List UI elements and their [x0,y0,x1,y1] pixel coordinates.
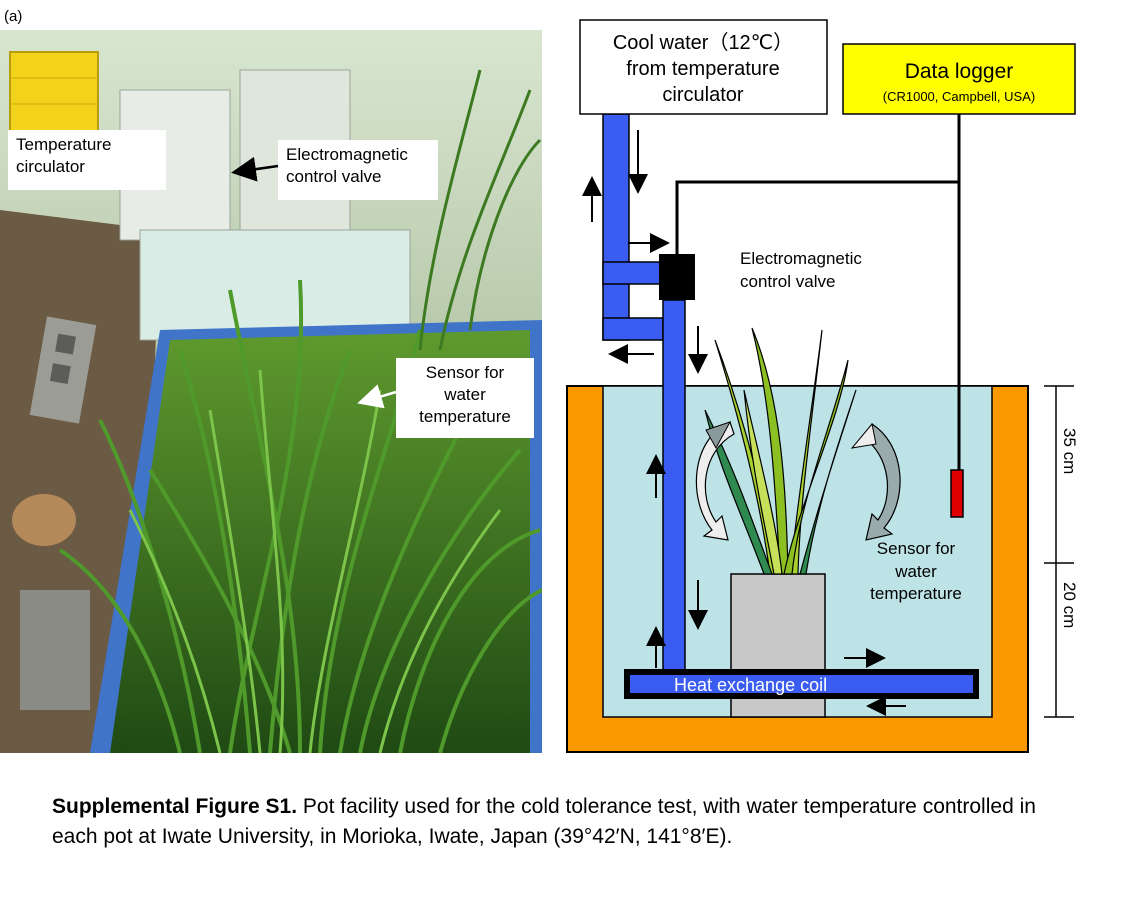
dimension-upper-label: 35 cm [1060,428,1079,474]
sensor-label-line-1: Sensor for [877,539,956,558]
valve-label-line-1: Electromagnetic [740,249,862,268]
sensor-label-line-3: temperature [870,584,962,603]
valve-inlet-branch [602,261,662,285]
cool-water-line-2: from temperature [626,58,779,80]
temperature-sensor [950,469,964,518]
valve-control-wire [675,114,961,254]
cooling-pipes [602,113,686,673]
coil-label: Heat exchange coil [674,675,827,695]
flow-arrows [582,130,906,716]
schematic-diagram: Cool water（12℃） from temperature circula… [566,19,1079,753]
facility-photo: Temperature circulator Electromagnetic c… [0,30,543,754]
valve-label-line-2: control valve [740,272,835,291]
data-logger-subtitle: (CR1000, Campbell, USA) [883,89,1035,104]
dimension-line [1044,385,1074,718]
down-pipe [662,299,686,673]
data-logger-title: Data logger [905,60,1014,83]
sensor-pointer-arrow [357,384,397,409]
caption-lead: Supplemental Figure S1. [52,795,298,818]
cool-water-line-1: Cool water（12℃） [613,31,793,54]
caption-body: Pot facility used for the cold tolerance… [52,795,1036,848]
sensor-label-line-2: water [894,562,937,581]
data-logger-box [842,43,1076,115]
cool-water-line-3: circulator [662,84,743,106]
control-valve-box [659,254,695,300]
rice-plant [704,327,857,575]
figure-caption: Supplemental Figure S1. Pot facility use… [52,792,1052,852]
cool-water-box [579,19,828,115]
photo-label-temperature-circulator: Temperature circulator [8,130,166,190]
photo-label-sensor: Sensor for water temperature [396,358,534,438]
supply-return-pipe [602,113,630,341]
photo-label-valve: Electromagnetic control valve [278,140,438,200]
panel-label: (a) [4,8,23,25]
dimension-lower-label: 20 cm [1060,582,1079,628]
circulation-arrow-left [695,421,735,541]
valve-pointer-arrow [231,156,279,182]
circulation-arrow-right [850,422,901,541]
return-branch [602,317,664,341]
coil-inner [630,675,973,693]
photo-arrows [231,156,397,409]
